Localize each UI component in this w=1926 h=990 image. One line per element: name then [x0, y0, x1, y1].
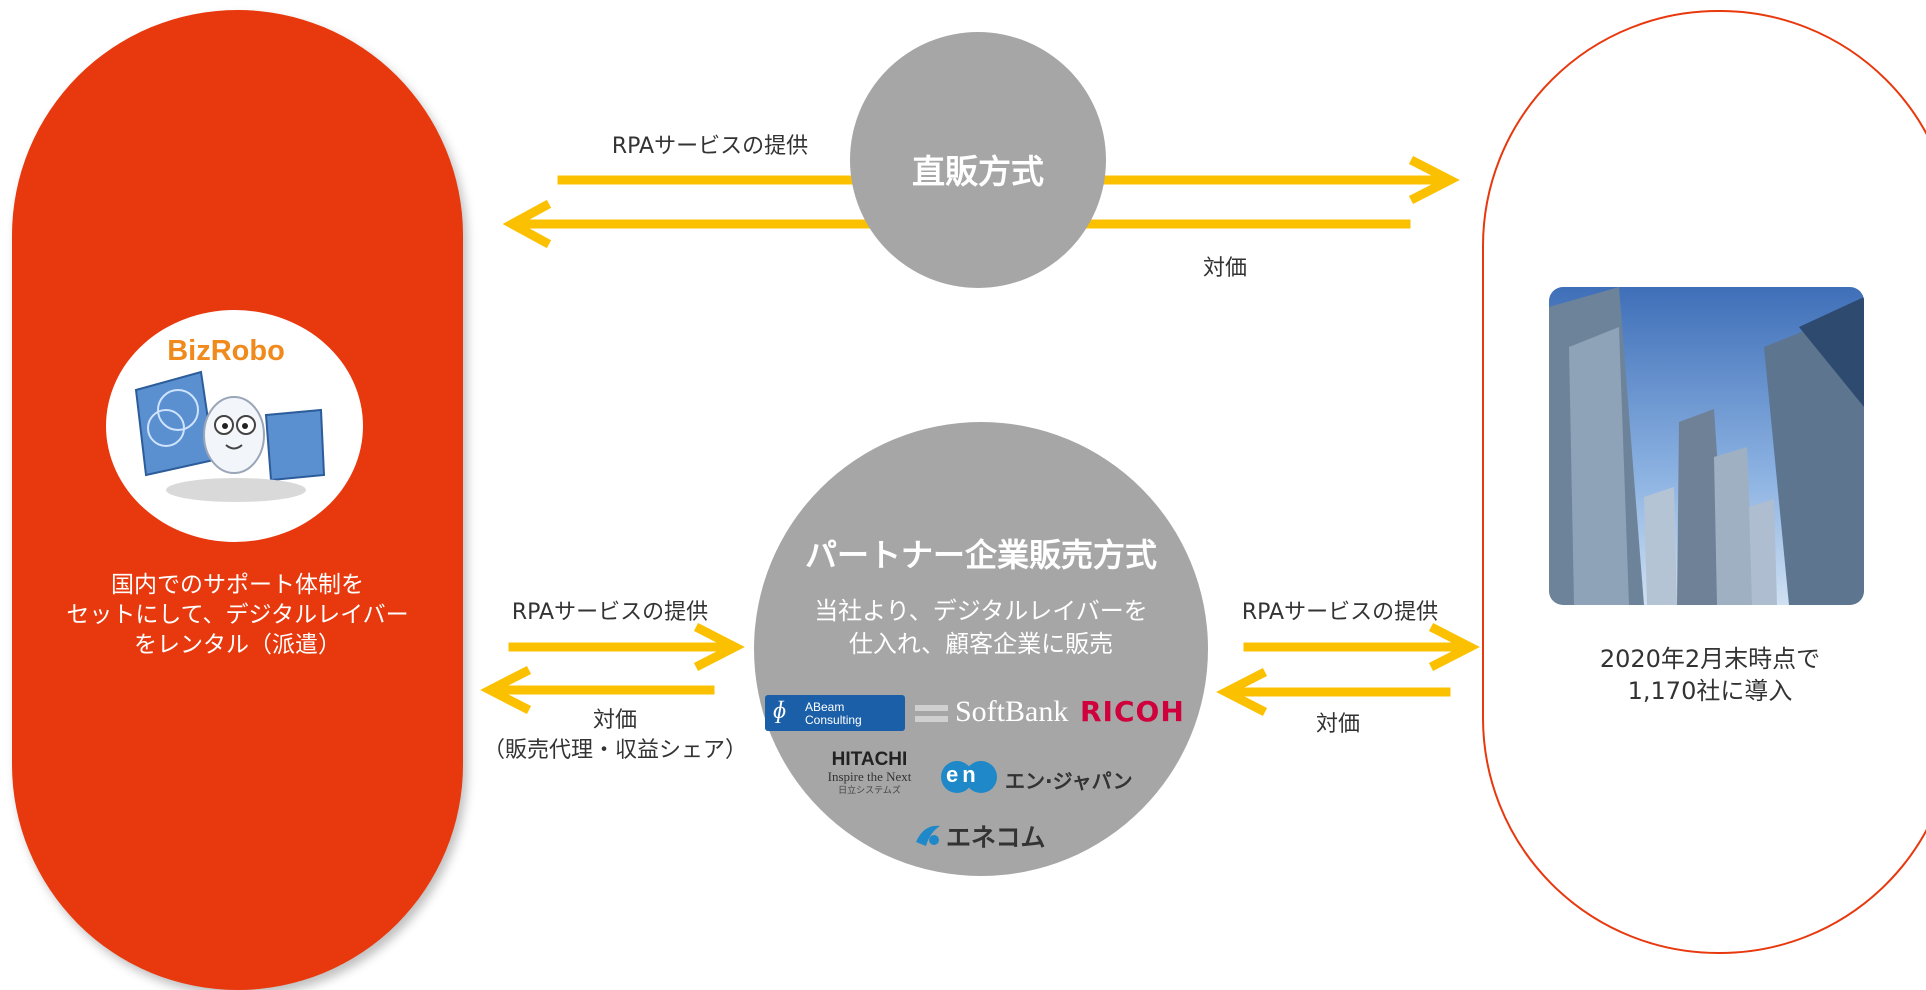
partner-right-service-label: RPAサービスの提供	[1241, 600, 1439, 625]
en-japan-mark-text: en	[946, 762, 980, 787]
partner-left-service-arrowhead	[693, 622, 745, 672]
enecom-mark-icon	[912, 820, 944, 850]
partner-sales-description: 当社より、デジタルレイバーを 仕入れ、顧客企業に販売	[754, 595, 1208, 661]
customers-description: 2020年2月末時点で 1,170社に導入	[1500, 643, 1920, 707]
hitachi-sub: 日立システムズ	[838, 786, 901, 796]
bizrobo-logo: BizRobo	[106, 310, 363, 542]
provider-desc-line: 国内でのサポート体制を	[111, 572, 364, 598]
direct-payment-label: 対価	[1202, 256, 1247, 281]
softbank-logo: SoftBank	[955, 695, 1069, 728]
provider-description: 国内でのサポート体制を セットにして、デジタルレイバー をレンタル（派遣）	[40, 570, 435, 660]
direct-service-arrowhead	[1408, 155, 1460, 205]
partner-left-payment-arrowhead	[480, 665, 532, 715]
partner-right-payment-label: 対価	[1315, 712, 1360, 737]
en-japan-logo: エン·ジャパン	[1005, 769, 1133, 793]
equals-divider-icon	[915, 702, 948, 724]
customers-desc-line: 1,170社に導入	[1627, 677, 1793, 705]
abeam-logo: ɸ ABeam Consulting	[765, 695, 905, 731]
partner-left-payment-line: 対価	[592, 708, 637, 733]
provider-desc-line: をレンタル（派遣）	[134, 632, 341, 658]
ricoh-logo: RICOH	[1080, 695, 1185, 728]
hitachi-tagline: Inspire the Next	[827, 769, 912, 784]
abeam-logo-text: ABeam Consulting	[805, 700, 862, 727]
partner-sales-title: パートナー企業販売方式	[804, 536, 1157, 574]
partner-desc-line: 当社より、デジタルレイバーを	[814, 597, 1148, 625]
partner-left-payment-line: （販売代理・収益シェア）	[482, 738, 747, 763]
provider-desc-line: セットにして、デジタルレイバー	[66, 602, 409, 628]
partner-left-service-label: RPAサービスの提供	[511, 600, 709, 625]
partner-sales-circle	[754, 422, 1208, 876]
direct-sales-circle	[850, 32, 1106, 288]
hitachi-logo-text: HITACHI	[831, 749, 908, 770]
direct-payment-arrowhead	[502, 199, 552, 249]
direct-service-label: RPAサービスの提供	[611, 134, 809, 159]
direct-sales-title: 直販方式	[912, 152, 1044, 191]
enecom-logo: エネコム	[946, 823, 1046, 852]
customers-desc-line: 2020年2月末時点で	[1599, 645, 1821, 673]
flow-arrows	[480, 155, 1480, 717]
en-japan-mark-icon: en	[940, 760, 998, 794]
partner-left-payment-label: 対価 （販売代理・収益シェア）	[470, 706, 760, 766]
office-buildings-image	[1549, 287, 1864, 605]
partner-desc-line: 仕入れ、顧客企業に販売	[848, 630, 1114, 658]
hitachi-logo: HITACHI Inspire the Next 日立システムズ	[812, 750, 927, 798]
abeam-mark-icon: ɸ	[773, 698, 787, 724]
partner-right-payment-arrowhead	[1216, 667, 1268, 717]
bizrobo-logo-text: BizRobo	[167, 335, 285, 367]
partner-right-service-arrowhead	[1428, 622, 1480, 672]
